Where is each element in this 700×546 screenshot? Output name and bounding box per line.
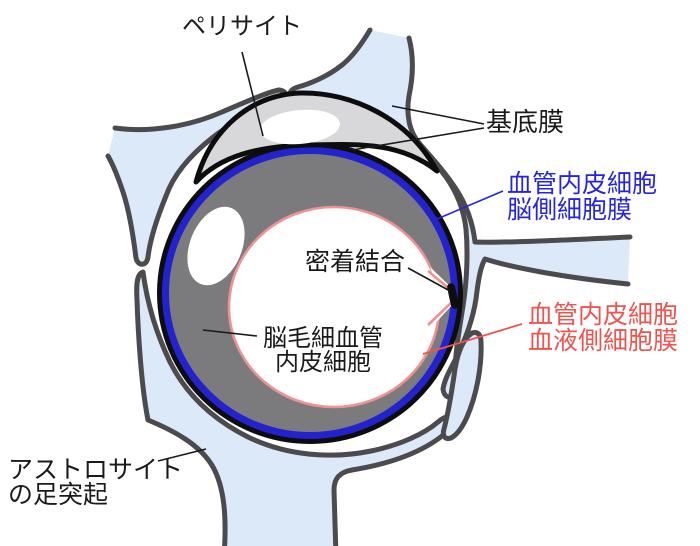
tight-junction-bar [447, 283, 459, 309]
capillary-label-leader [202, 329, 258, 337]
blood-side-membrane-label-line2: 血液側細胞膜 [528, 326, 679, 355]
astrocyte-process-top-left-fill [108, 90, 286, 265]
tight-junction-label: 密着結合 [305, 247, 406, 276]
tight-junction-leader [407, 267, 451, 292]
pericyte-label: ペリサイト [182, 12, 302, 40]
capillary-label-line1: 脳毛細血管 [263, 324, 383, 352]
pericyte-nucleus [260, 109, 340, 145]
blood-side-membrane-label-line1: 血管内皮細胞 [528, 300, 679, 329]
brain-side-membrane-label-line2: 脳側細胞膜 [507, 195, 633, 224]
astrocyte-process-top-left-outline [105, 87, 289, 267]
astrocyte-label-line2: の足突起 [8, 480, 109, 509]
leader-lines [157, 51, 523, 462]
endothelial-nucleus [187, 206, 245, 286]
pericyte-leader-line [241, 51, 264, 137]
capillary-label-line2: 内皮細胞 [275, 348, 371, 376]
astrocyte-process-top-right-outline-outer [405, 35, 633, 245]
astrocyte-label-line1: アストロサイト [8, 455, 184, 484]
basement-membrane-label: 基底膜 [486, 108, 565, 138]
astrocyte-foot-processes [105, 27, 633, 546]
astrocyte-process-bottom-right [440, 330, 484, 441]
capillary-lumen-blood-side-membrane [227, 205, 441, 409]
brain-side-membrane-leader [436, 190, 504, 220]
blood-side-membrane-label: 血管内皮細胞 血液側細胞膜 [528, 302, 678, 354]
basement-membrane-leader-upper [391, 105, 485, 125]
brain-side-membrane-label: 血管内皮細胞 脳側細胞膜 [507, 171, 657, 223]
astrocyte-leader [157, 448, 207, 462]
basement-membrane-leader-lower [351, 127, 485, 151]
capillary-endothelial-cell-label: 脳毛細血管 内皮細胞 [253, 326, 393, 374]
blood-side-membrane-leader [422, 323, 523, 355]
blood-side-membrane-seam-lower [427, 301, 453, 326]
astrocyte-process-bottom [134, 269, 455, 546]
brain-side-membrane-label-line1: 血管内皮細胞 [507, 169, 658, 198]
astrocyte-label: アストロサイト の足突起 [8, 457, 183, 507]
